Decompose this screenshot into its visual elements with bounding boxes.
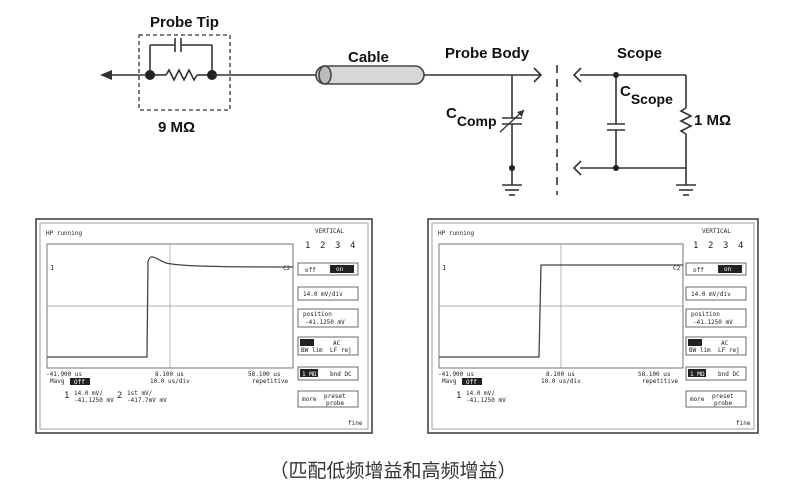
scope-resistance-label: 1 MΩ [694, 112, 731, 129]
probe-tip-label: Probe Tip [150, 14, 219, 31]
bnd-dc: bnd DC [330, 371, 352, 378]
ch2-offset: -417.7mV mV [127, 397, 167, 404]
coupling-ac: AC [333, 340, 341, 347]
ch2-scale: 1st mV/ [127, 390, 153, 397]
cable-shape [315, 65, 425, 85]
time-mid: 8.100 us [155, 371, 184, 378]
time-mid: 8.100 us [546, 371, 575, 378]
ch1-num: 1 [456, 391, 461, 401]
scope-screen-right: HP running VERTICAL 1 2 3 4 1 C2 off on … [427, 218, 759, 434]
vertical-title: VERTICAL [315, 228, 344, 235]
waveform-trace [439, 264, 683, 358]
menu-volts-div[interactable] [297, 286, 359, 301]
preset-label: preset [712, 393, 734, 400]
marker-right: C2 [673, 265, 681, 272]
lf-rej: LF rej [330, 347, 352, 354]
c-comp-label: CComp [446, 105, 497, 129]
menu-more[interactable] [297, 390, 359, 408]
ch2-num: 2 [117, 391, 122, 401]
position-value: -41.1250 mV [693, 319, 733, 326]
mode: repetitive [642, 378, 679, 385]
tip-resistance-label: 9 MΩ [158, 119, 195, 136]
probe-impedance: 1 MΩ [302, 371, 317, 378]
probe-word: probe [714, 400, 732, 407]
time-right: 58.100 us [638, 371, 671, 378]
on-label: on [336, 266, 344, 273]
volts-div-value: 14.0 mV/div [691, 291, 731, 298]
scope-label: Scope [617, 45, 662, 62]
vertical-title: VERTICAL [702, 228, 731, 235]
node-dot [145, 70, 155, 80]
ch1-num: 1 [64, 391, 69, 401]
channel-3[interactable]: 3 [723, 241, 728, 251]
probe-word: probe [326, 400, 344, 407]
ch1-scale: 14.0 mV/ [466, 390, 495, 397]
ch1-offset: -41.1250 mV [74, 397, 114, 404]
channel-2[interactable]: 2 [320, 241, 325, 251]
channel-3[interactable]: 3 [335, 241, 340, 251]
status-text: HP running [46, 230, 83, 237]
avg-value: Off [466, 379, 477, 386]
input-arrow [100, 70, 112, 80]
bnd-dc: bnd DC [718, 371, 740, 378]
channel-4[interactable]: 4 [350, 241, 355, 251]
channel-1[interactable]: 1 [305, 241, 310, 251]
ch1-offset: -41.1250 mV [466, 397, 506, 404]
position-title: position [691, 311, 720, 318]
probe-body-label: Probe Body [445, 45, 530, 62]
timebase: 10.0 us/div [150, 378, 190, 385]
on-label: on [724, 266, 732, 273]
probe-tip-box [138, 34, 231, 111]
status-text: HP running [438, 230, 475, 237]
avg-label: Mavg [442, 378, 457, 385]
figure-caption: （匹配低频增益和高频增益） [269, 460, 517, 482]
waveform-trace [47, 256, 294, 358]
coupling-ac: AC [721, 340, 729, 347]
marker-right: C2 [283, 265, 291, 272]
menu-more[interactable] [685, 390, 747, 408]
timebase: 10.0 us/div [541, 378, 581, 385]
channel-4[interactable]: 4 [738, 241, 743, 251]
probe-circuit [100, 34, 696, 196]
menu-position[interactable] [297, 308, 359, 328]
c-scope-label: CScope [620, 83, 673, 107]
menu-position[interactable] [685, 308, 747, 328]
more-label: more [302, 396, 317, 403]
time-left: -41.900 us [46, 371, 83, 378]
menu-volts-div[interactable] [685, 286, 747, 301]
time-right: 58.100 us [248, 371, 281, 378]
bw-lim: BW lim [301, 347, 323, 354]
scope-screen-left: HP running VERTICAL 1 2 3 4 1 C2 off on … [35, 218, 373, 434]
off-label: off [693, 267, 704, 274]
preset-label: preset [324, 393, 346, 400]
position-title: position [303, 311, 332, 318]
bw-lim: BW lim [689, 347, 711, 354]
probe-impedance: 1 MΩ [690, 371, 705, 378]
more-label: more [690, 396, 705, 403]
time-left: -41.900 us [438, 371, 475, 378]
tip-resistor [165, 68, 198, 82]
avg-label: Mavg [50, 378, 65, 385]
marker-left: 1 [50, 264, 54, 272]
off-label: off [305, 267, 316, 274]
channel-2[interactable]: 2 [708, 241, 713, 251]
position-value: -41.1250 mV [305, 319, 345, 326]
footer-label: fine [348, 420, 363, 427]
footer-label: fine [736, 420, 751, 427]
lf-rej: LF rej [718, 347, 740, 354]
mode: repetitive [252, 378, 289, 385]
channel-1[interactable]: 1 [693, 241, 698, 251]
scope-resistor [679, 107, 693, 135]
cable-label: Cable [348, 49, 389, 66]
volts-div-value: 14.0 mV/div [303, 291, 343, 298]
marker-left: 1 [442, 264, 446, 272]
avg-value: Off [74, 379, 85, 386]
ch1-scale: 14.0 mV/ [74, 390, 103, 397]
